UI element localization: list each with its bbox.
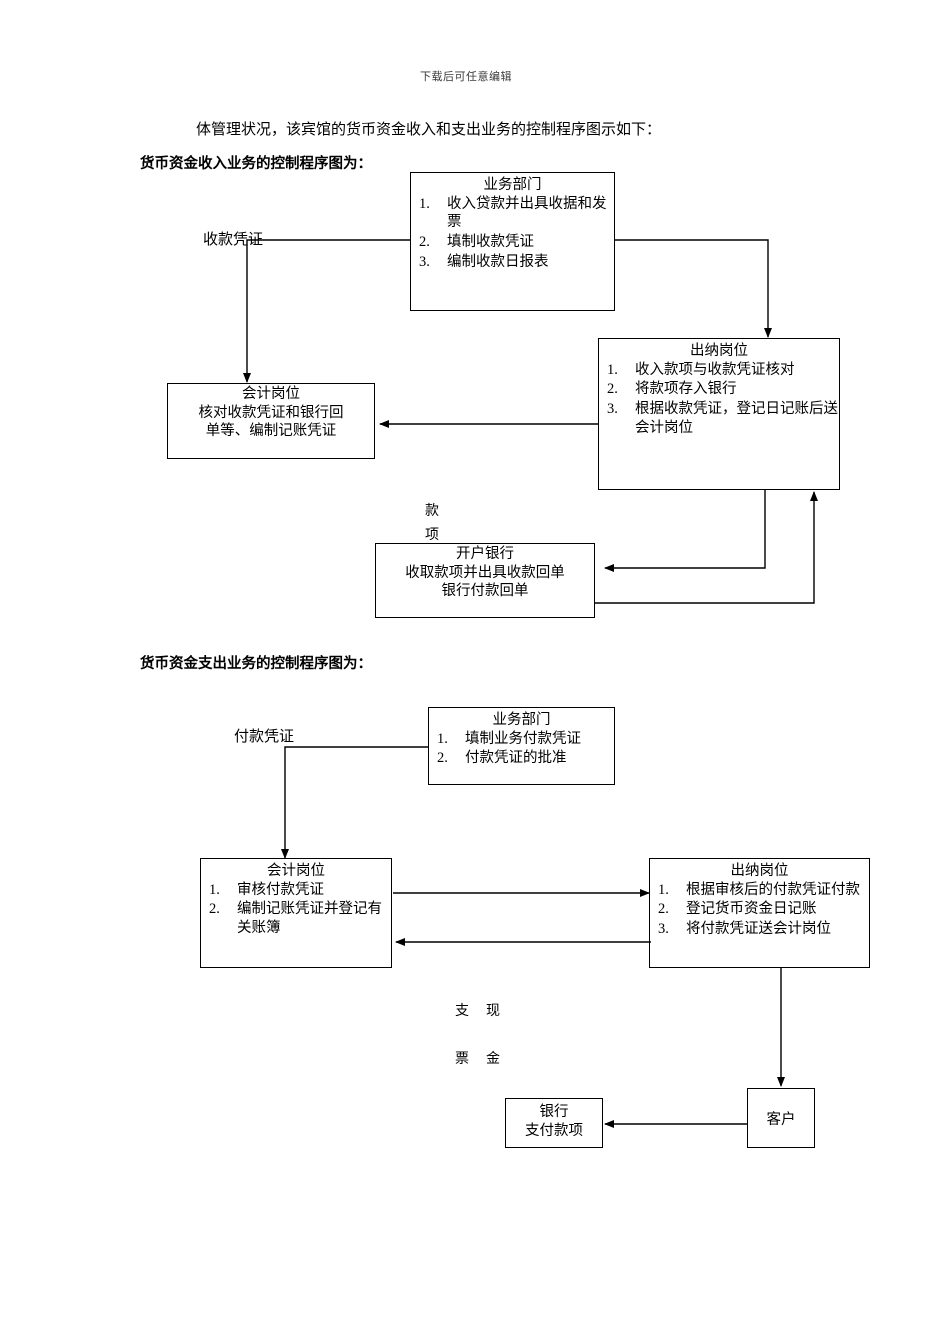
d1-bank-clipped-line: 银行付款回单 [441,583,529,600]
page-header-note: 下载后可任意编辑 [420,71,512,83]
item-number: 2. [607,381,618,398]
item-number: 1. [419,195,430,212]
d2-customer-title: 客户 [766,1111,796,1128]
d2-bank-box: 银行 支付款项 [505,1098,603,1148]
d1-business-dept-items: 1. 收入贷款并出具收据和发票 2. 填制收款凭证 3. 编制收款日报表 [411,195,614,272]
list-item: 1. 审核付款凭证 [201,881,391,900]
list-item: 2. 付款凭证的批准 [429,749,614,768]
d2-business-dept-items: 1. 填制业务付款凭证 2. 付款凭证的批准 [429,730,614,769]
item-number: 1. [607,361,618,378]
d1-accountant-box: 会计岗位 核对收款凭证和银行回 单等、编制记账凭证 [167,383,375,459]
item-number: 2. [658,901,669,918]
item-number: 1. [437,730,448,747]
list-item: 2. 填制收款凭证 [411,233,614,252]
d1-accountant-line1: 核对收款凭证和银行回 [198,404,344,421]
list-item: 1. 收入贷款并出具收据和发票 [411,195,614,233]
list-item: 2. 登记货币资金日记账 [650,900,869,919]
item-text: 将付款凭证送会计岗位 [686,921,831,938]
item-number: 1. [658,881,669,898]
d2-cashier-box: 出纳岗位 1. 根据审核后的付款凭证付款 2. 登记货币资金日记账 3. 将付款… [649,858,870,968]
d2-label-cash-char-1: 现 [486,1004,500,1019]
intro-paragraph: 体管理状况，该宾馆的货币资金收入和支出业务的控制程序图示如下： [196,122,662,138]
d2-label-check-char-2: 票 [455,1052,469,1067]
d2-bank-title: 银行 [539,1104,569,1120]
item-text: 登记货币资金日记账 [686,901,817,918]
d1-bank-line1: 收取款项并出具收款回单 [405,564,565,581]
d2-bank-line1: 支付款项 [525,1122,583,1139]
section-title-expenditure: 货币资金支出业务的控制程序图为： [140,656,372,672]
item-text: 将款项存入银行 [635,381,737,398]
item-text: 根据收款凭证，登记日记账后送会计岗位 [635,401,838,437]
list-item: 1. 填制业务付款凭证 [429,730,614,749]
d2-label-payment-voucher: 付款凭证 [234,729,295,745]
item-text: 根据审核后的付款凭证付款 [686,881,860,898]
d1-cashier-box: 出纳岗位 1. 收入款项与收款凭证核对 2. 将款项存入银行 3. 根据收款凭证… [598,338,840,490]
d1-business-dept-box: 业务部门 1. 收入贷款并出具收据和发票 2. 填制收款凭证 3. 编制收款日报… [410,172,615,311]
d1-accountant-line2: 单等、编制记账凭证 [205,423,337,440]
item-number: 3. [607,401,618,418]
item-text: 填制收款凭证 [447,234,534,251]
d1-business-dept-title: 业务部门 [483,177,542,193]
d1-label-receipt-voucher: 收款凭证 [203,232,264,248]
item-number: 2. [209,901,220,918]
item-text: 填制业务付款凭证 [465,730,581,747]
item-number: 1. [209,881,220,898]
d1-cashier-items: 1. 收入款项与收款凭证核对 2. 将款项存入银行 3. 根据收款凭证，登记日记… [599,361,839,438]
d2-cashier-items: 1. 根据审核后的付款凭证付款 2. 登记货币资金日记账 3. 将付款凭证送会计… [650,881,869,940]
list-item: 2. 编制记账凭证并登记有关账簿 [201,900,391,938]
item-text: 付款凭证的批准 [465,750,567,767]
d2-label-check-char-1: 支 [455,1004,469,1019]
item-number: 2. [419,234,430,251]
item-text: 收入款项与收款凭证核对 [635,361,795,378]
item-text: 编制记账凭证并登记有关账簿 [237,901,382,937]
list-item: 3. 根据收款凭证，登记日记账后送会计岗位 [599,400,839,438]
d2-label-cash-char-2: 金 [486,1052,500,1067]
item-number: 3. [419,254,430,271]
d1-label-funds-char-1: 款 [425,504,439,519]
d2-accountant-box: 会计岗位 1. 审核付款凭证 2. 编制记账凭证并登记有关账簿 [200,858,392,968]
d1-bank-box: 开户银行 收取款项并出具收款回单 银行付款回单 [375,543,595,618]
d1-cashier-title: 出纳岗位 [690,343,748,359]
item-text: 收入贷款并出具收据和发票 [447,195,607,231]
d2-business-dept-title: 业务部门 [492,712,551,728]
item-text: 编制收款日报表 [447,254,549,271]
d2-customer-box: 客户 [747,1088,815,1148]
item-number: 2. [437,750,448,767]
section-title-income: 货币资金收入业务的控制程序图为： [140,156,372,172]
list-item: 3. 将付款凭证送会计岗位 [650,920,869,939]
list-item: 1. 收入款项与收款凭证核对 [599,361,839,380]
list-item: 2. 将款项存入银行 [599,380,839,399]
d1-accountant-title: 会计岗位 [242,386,300,402]
d2-accountant-items: 1. 审核付款凭证 2. 编制记账凭证并登记有关账簿 [201,881,391,939]
d2-cashier-title: 出纳岗位 [730,863,789,879]
list-item: 1. 根据审核后的付款凭证付款 [650,881,869,900]
list-item: 3. 编制收款日报表 [411,253,614,272]
d2-business-dept-box: 业务部门 1. 填制业务付款凭证 2. 付款凭证的批准 [428,707,615,785]
item-number: 3. [658,921,669,938]
item-text: 审核付款凭证 [237,881,324,898]
d2-accountant-title: 会计岗位 [267,863,325,879]
d1-label-funds-char-2: 项 [425,528,439,543]
d1-bank-title: 开户银行 [456,546,514,562]
